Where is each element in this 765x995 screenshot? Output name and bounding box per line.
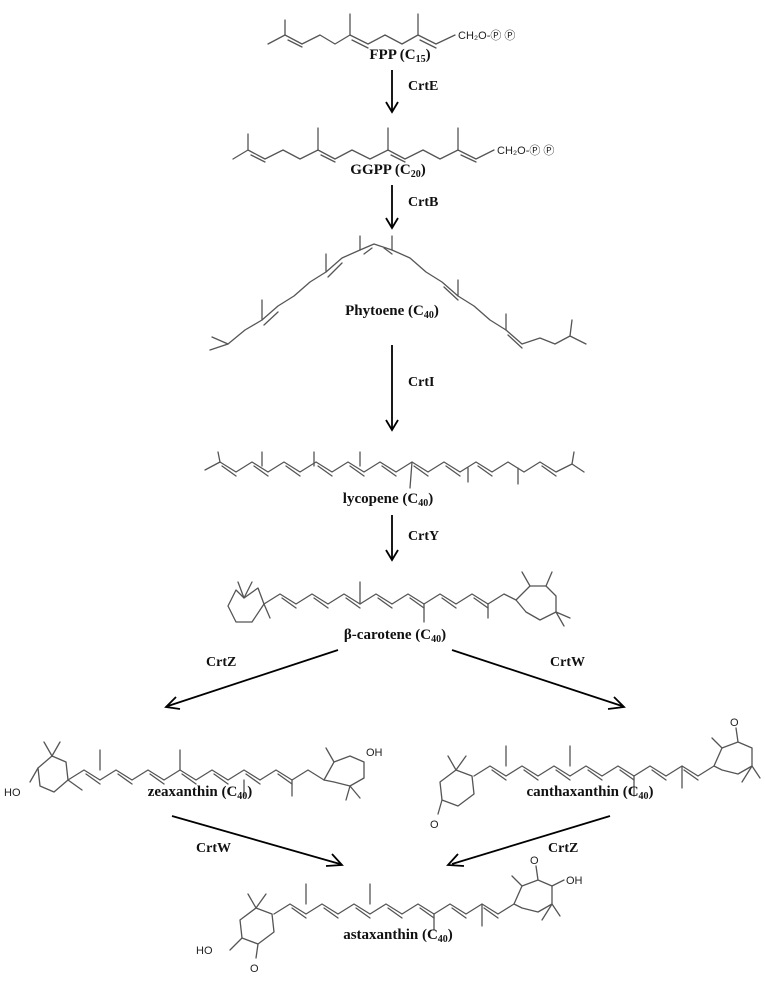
lycopene-structure bbox=[204, 451, 585, 489]
phytoene-structure bbox=[209, 235, 587, 351]
arrow-crtz-bottom bbox=[446, 815, 611, 867]
enzyme-crtb: CrtB bbox=[408, 195, 439, 210]
beta-carotene-structure bbox=[227, 571, 571, 627]
zeaxanthin-ho-label: HO bbox=[4, 787, 21, 799]
ggpp-phosphate-label: CH₂O-Ⓟ Ⓟ bbox=[497, 144, 554, 157]
enzyme-crti: CrtI bbox=[408, 375, 435, 390]
zeaxanthin-label: zeaxanthin (C40) bbox=[147, 784, 253, 802]
arrow-crtw-right bbox=[451, 649, 626, 710]
enzyme-crtz-left: CrtZ bbox=[206, 655, 237, 670]
arrow-crti bbox=[385, 345, 399, 432]
astaxanthin-o-left: O bbox=[250, 963, 259, 975]
astaxanthin-o-right: O bbox=[530, 855, 539, 867]
fpp-label: FPP (C15) bbox=[369, 47, 431, 65]
astaxanthin-ho-label: HO bbox=[196, 945, 213, 957]
astaxanthin-label: astaxanthin (C40) bbox=[343, 927, 453, 945]
phytoene-label: Phytoene (C40) bbox=[345, 303, 439, 321]
canthaxanthin-o-right: O bbox=[730, 717, 739, 729]
enzyme-crtw-bottom: CrtW bbox=[196, 841, 231, 856]
fpp-phosphate-label: CH₂O-Ⓟ Ⓟ bbox=[458, 29, 515, 42]
arrow-crty bbox=[385, 515, 399, 562]
fpp-structure: CH₂O-Ⓟ Ⓟ bbox=[267, 13, 515, 49]
canthaxanthin-label: canthaxanthin (C40) bbox=[526, 784, 654, 802]
arrow-crte bbox=[385, 70, 399, 114]
enzyme-crte: CrtE bbox=[408, 79, 439, 94]
arrow-crtb bbox=[385, 185, 399, 230]
zeaxanthin-oh-label: OH bbox=[366, 747, 383, 759]
enzyme-crty: CrtY bbox=[408, 529, 440, 544]
ggpp-label: GGPP (C20) bbox=[350, 162, 426, 180]
canthaxanthin-o-left: O bbox=[430, 819, 439, 831]
beta-carotene-label: β-carotene (C40) bbox=[343, 627, 447, 645]
zeaxanthin-structure: HO OH bbox=[4, 741, 383, 801]
canthaxanthin-structure: O O bbox=[430, 717, 761, 831]
arrow-crtw-bottom bbox=[171, 815, 344, 867]
enzyme-crtz-bottom: CrtZ bbox=[548, 841, 579, 856]
lycopene-label: lycopene (C40) bbox=[342, 491, 434, 509]
astaxanthin-oh-label: OH bbox=[566, 875, 583, 887]
enzyme-crtw-right: CrtW bbox=[550, 655, 585, 670]
arrow-crtz-left bbox=[164, 649, 339, 710]
ggpp-structure: CH₂O-Ⓟ Ⓟ bbox=[232, 127, 554, 163]
